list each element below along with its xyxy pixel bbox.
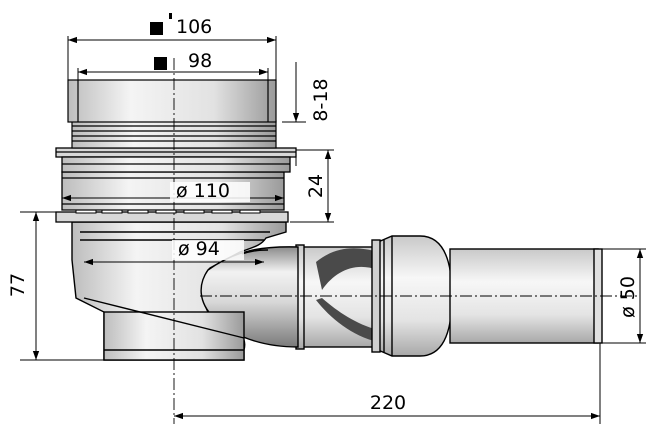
label-220: 220 [370,392,406,414]
square-symbol-tick [169,13,172,19]
label-94: ø 94 [178,238,220,260]
top-cap [67,79,277,123]
body-diagonal-edge [83,297,245,339]
square-symbols [150,13,172,70]
dimension-labels: 106 98 8-18 24 ø 110 ø 94 ø 50 77 220 [7,16,639,414]
label-50: ø 50 [617,276,639,318]
pipe-shade-top [316,248,378,290]
throat-edge [241,249,269,255]
label-98: 98 [188,50,212,72]
square-symbol-icon [150,22,163,35]
pipe-shade-bottom [316,298,378,342]
threaded-riser [67,79,277,149]
label-8-18: 8-18 [310,78,332,121]
elbow-body [71,221,299,361]
label-106: 106 [176,16,212,38]
label-110: ø 110 [176,180,230,202]
label-77: 77 [7,273,29,297]
label-24: 24 [305,174,327,198]
square-symbol-icon [154,57,167,70]
